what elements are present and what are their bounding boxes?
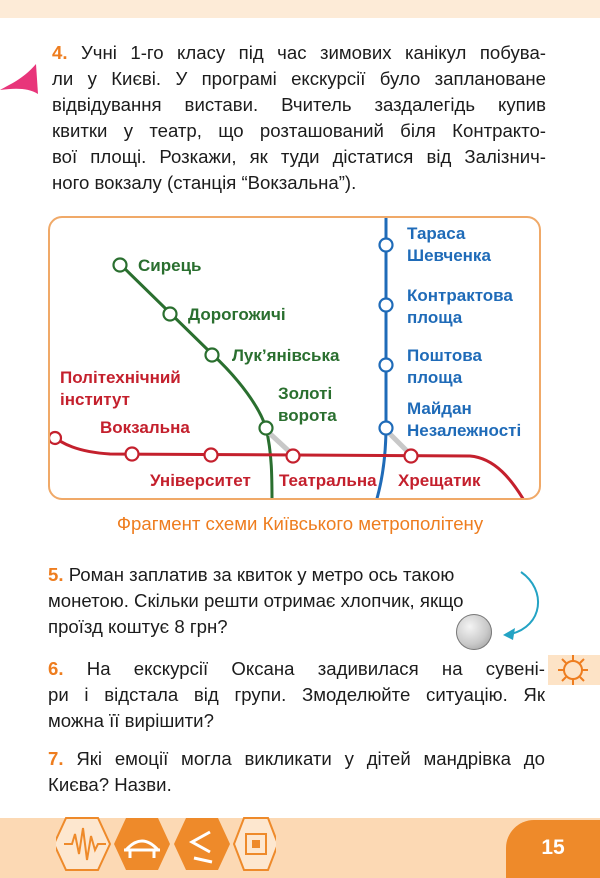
label-politekh-1: Політехнічний	[60, 368, 181, 387]
task-text-line: Роман заплатив за квиток у метро ось так…	[68, 564, 455, 585]
label-syrets: Сирець	[138, 256, 201, 275]
sound-wave-icon	[56, 817, 112, 871]
task-5: 5. Роман заплатив за квиток у метро ось …	[48, 562, 542, 640]
task-number: 7.	[48, 748, 64, 769]
label-taras-1: Тараса	[407, 224, 466, 243]
label-dorohozhychi: Дорогожичі	[188, 305, 286, 324]
footer-icons	[56, 817, 276, 871]
metro-map-drawing: Політехнічний інститут Вокзальна Універс…	[50, 218, 525, 498]
task-text-line: Учні 1-го класу під час зимових канікул …	[80, 42, 546, 63]
label-maidan-1: Майдан	[407, 399, 472, 418]
page-number-box	[506, 820, 600, 878]
task-text-line: На екскурсії Оксана задивилася на сувені…	[86, 658, 545, 679]
page-number: 15	[541, 836, 565, 859]
label-maidan-2: Незалежності	[407, 421, 521, 440]
label-poshtova-2: площа	[407, 368, 463, 387]
label-zoloti-2: ворота	[278, 406, 337, 425]
task-text-line: вої площі. Розкажи, як туди дістатися ві…	[52, 146, 546, 167]
station-tarasa-shevchenka	[378, 237, 394, 253]
task-6: 6. На екскурсії Оксана задивилася на сув…	[48, 656, 545, 734]
label-lukianivska: Лук’янівська	[232, 346, 340, 365]
station-universytet	[203, 447, 219, 463]
station-teatralna	[285, 448, 301, 464]
task-text-line: Києва? Назви.	[48, 774, 172, 795]
station-zoloti-vorota	[258, 420, 274, 436]
task-text-line: можна її вирішити?	[48, 710, 214, 731]
label-poshtova-1: Поштова	[407, 346, 482, 365]
label-universytet: Університет	[150, 471, 251, 490]
task-text-line: відвідування вистави. Вчитель заздалегід…	[52, 94, 546, 115]
bridge-icon	[114, 818, 170, 870]
station-syrets	[112, 257, 128, 273]
task-number: 5.	[48, 564, 64, 585]
station-maidan	[378, 420, 394, 436]
label-taras-2: Шевченка	[407, 246, 491, 265]
station-kontraktova	[378, 297, 394, 313]
task-number: 6.	[48, 658, 64, 679]
red-line	[50, 432, 525, 498]
pink-pointer-icon	[0, 64, 38, 94]
puzzle-icon	[558, 655, 588, 685]
station-lukianivska	[204, 347, 220, 363]
task-text-line: ного вокзалу (станція “Вокзальна”).	[52, 172, 357, 193]
task-text-line: квитки у театр, що розташований біля Кон…	[52, 120, 546, 141]
station-poshtova	[378, 357, 394, 373]
label-kontrakt-1: Контрактова	[407, 286, 513, 305]
label-vokzalna: Вокзальна	[100, 418, 190, 437]
task-text-line: проїзд коштує 8 грн?	[48, 616, 228, 637]
label-politekh-2: інститут	[60, 390, 130, 409]
label-teatralna: Театральна	[279, 471, 377, 490]
label-zoloti-1: Золоті	[278, 384, 332, 403]
station-khreshchatyk	[403, 448, 419, 464]
station-dorohozhychi	[162, 306, 178, 322]
task-text-line: ли у Києві. У програмі екскурсії було за…	[52, 68, 546, 89]
task-4: 4. Учні 1-го класу під час зимових канік…	[52, 40, 546, 196]
label-khreshchatyk: Хрещатик	[398, 471, 481, 490]
map-caption: Фрагмент схеми Київського метрополітену	[116, 513, 484, 534]
label-kontrakt-2: площа	[407, 308, 463, 327]
top-band	[0, 0, 600, 18]
coin-icon	[456, 614, 492, 650]
chip-icon	[232, 817, 276, 871]
curved-arrow-icon	[503, 571, 540, 640]
code-icon	[174, 818, 230, 870]
station-politekhnichnyi	[50, 430, 63, 446]
metro-map: Політехнічний інститут Вокзальна Універс…	[48, 216, 541, 500]
task-7: 7. Які емоції могла викликати у дітей ма…	[48, 746, 545, 798]
task-number: 4.	[52, 42, 68, 63]
task-text-line: Які емоції могла викликати у дітей мандр…	[76, 748, 545, 769]
task-text-line: ри і відстала від групи. Змоделюйте ситу…	[48, 684, 545, 705]
task-text-line: монетою. Скільки решти отримає хлопчик, …	[48, 590, 464, 611]
station-vokzalna	[124, 446, 140, 462]
